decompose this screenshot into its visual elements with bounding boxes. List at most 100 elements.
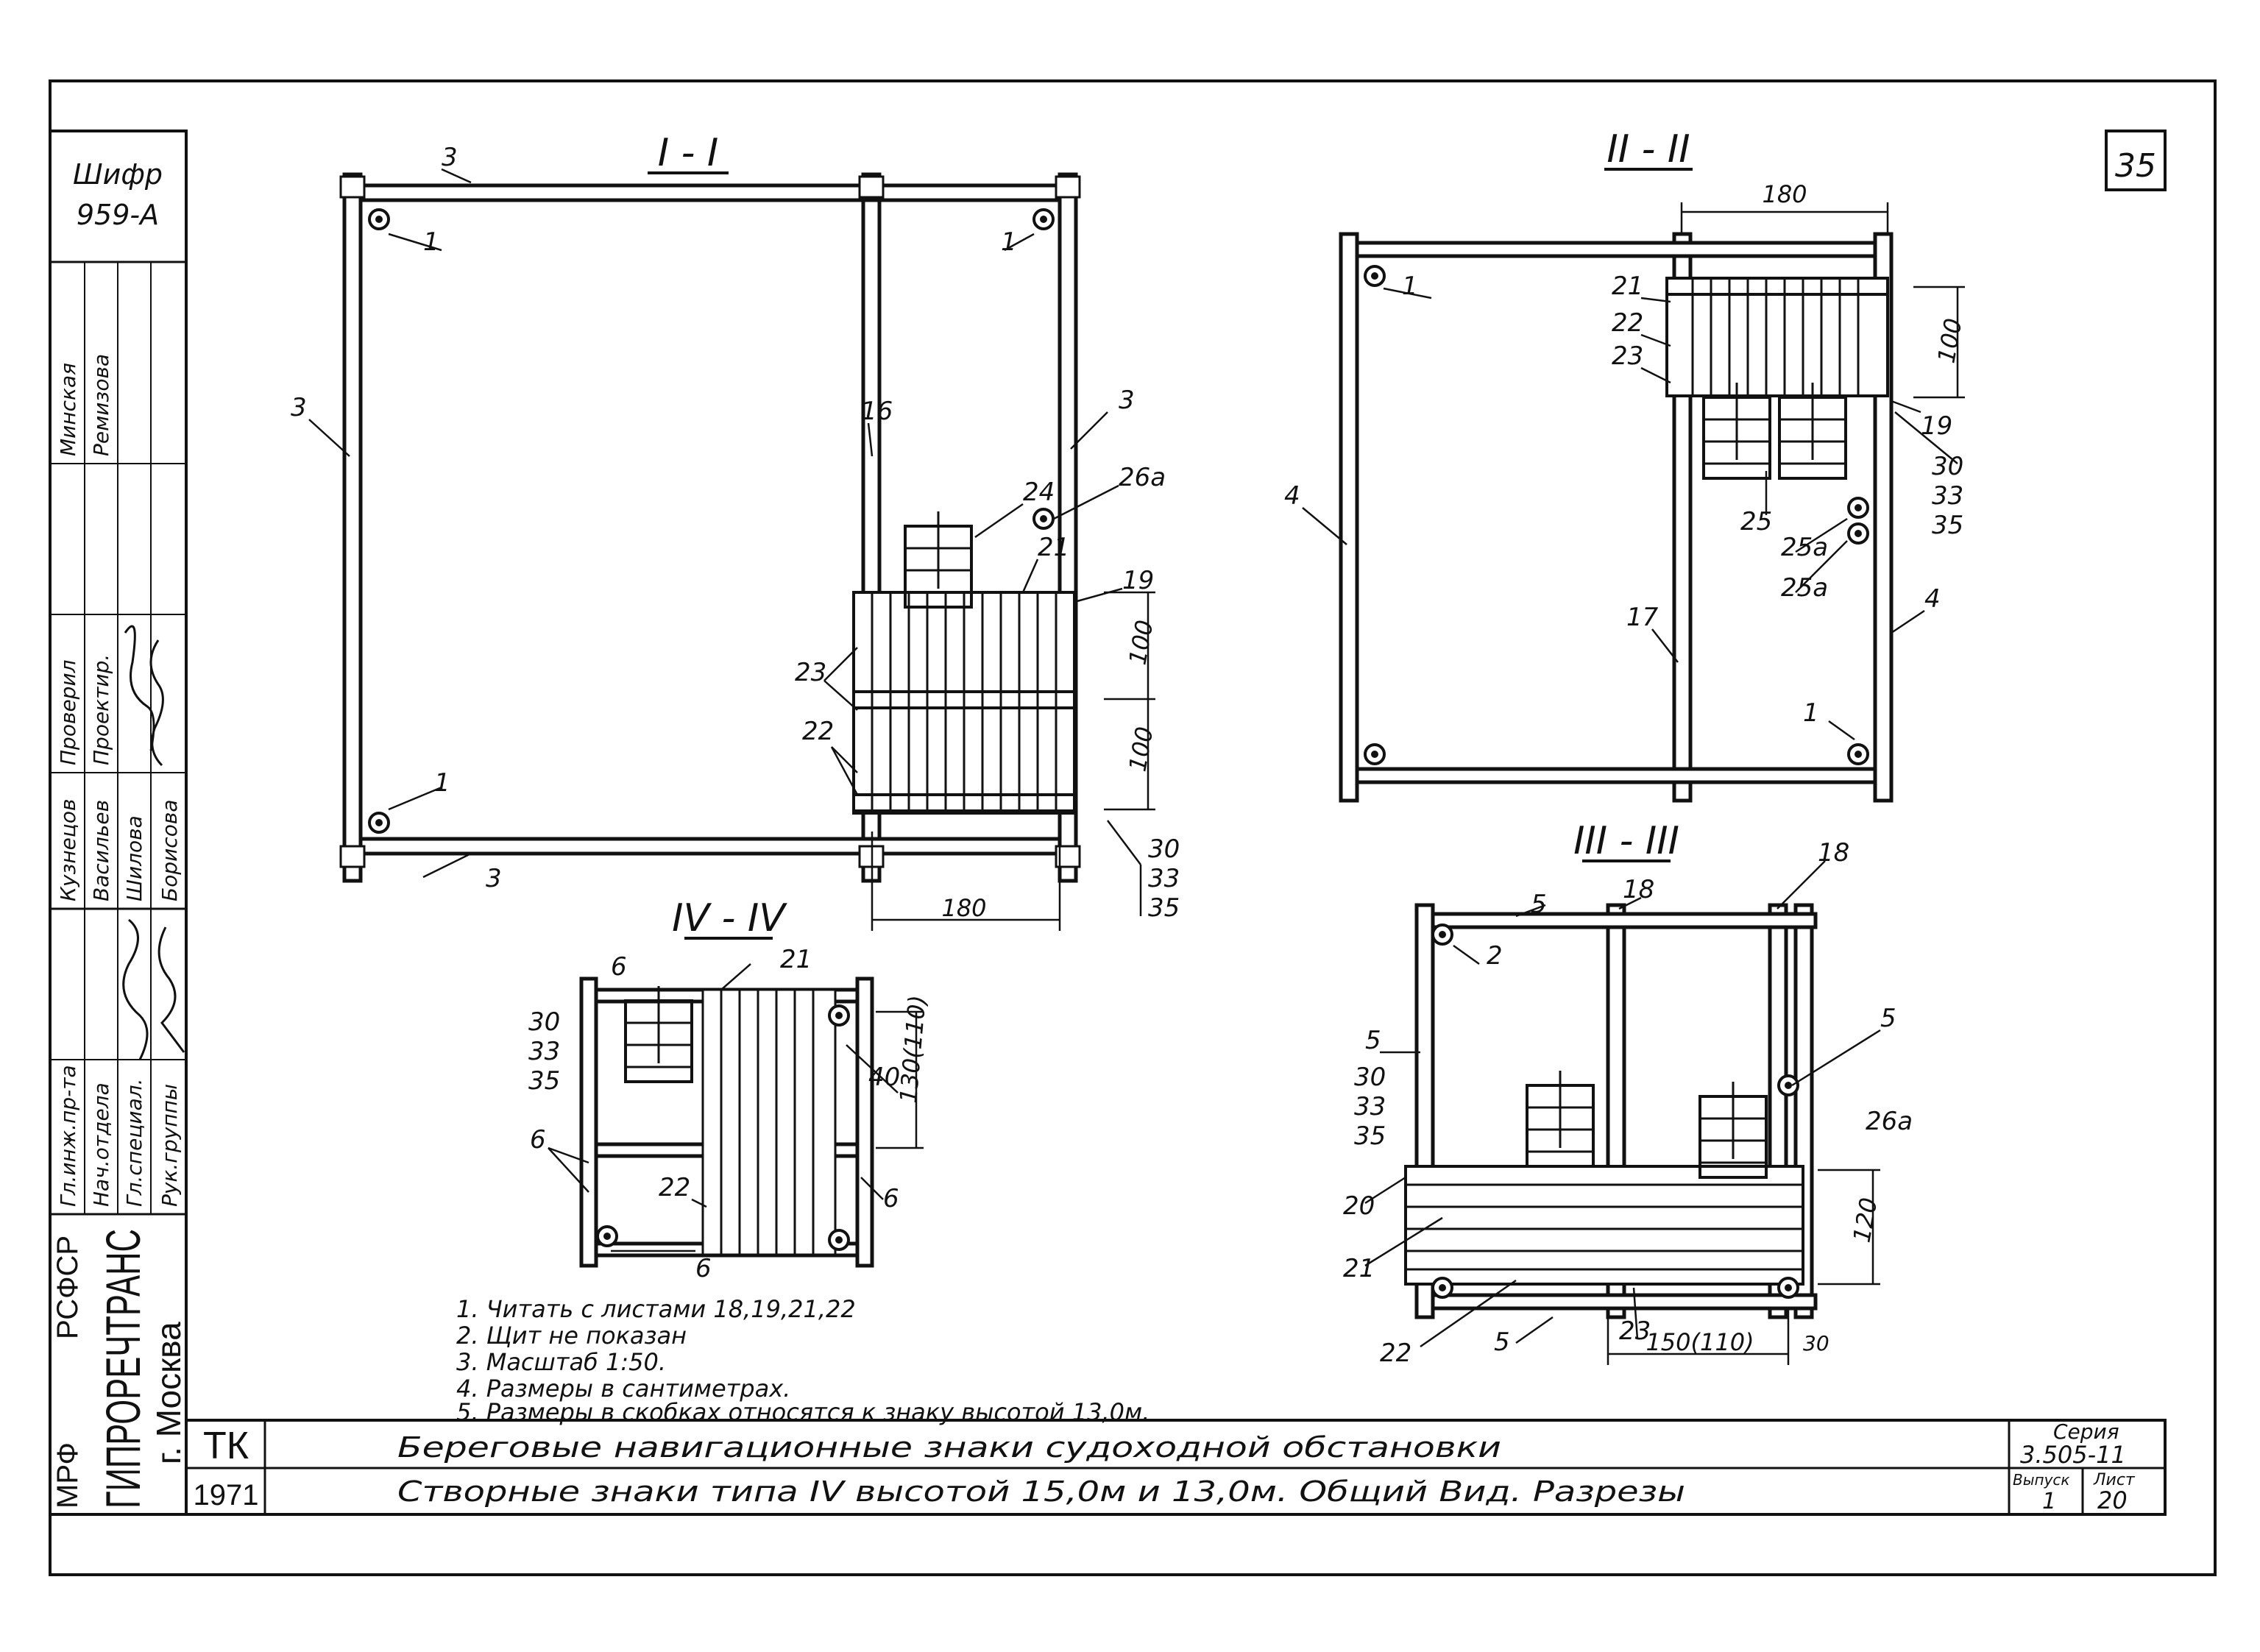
s4-callout-21: 21: [780, 945, 812, 974]
s3-callout-21: 21: [1343, 1254, 1375, 1283]
s1-callout-35: 35: [1148, 893, 1180, 923]
s1-callout-1c: 1: [434, 768, 450, 798]
role-checked: Проверил: [56, 659, 80, 765]
s4-callout-6-right: 6: [883, 1184, 899, 1213]
s3-callout-5-top: 5: [1531, 890, 1547, 919]
s3-callout-26a: 26а: [1866, 1107, 1913, 1136]
s3-callout-5-left: 5: [1365, 1026, 1381, 1055]
s4-callout-6-bottom: 6: [695, 1254, 712, 1283]
s2-callout-33: 33: [1932, 481, 1963, 511]
section-2-title: II - II: [1607, 127, 1690, 171]
s1-callout-24: 24: [1023, 478, 1055, 507]
note-2: 2. Щит не показан: [456, 1322, 687, 1350]
s1-callout-23: 23: [795, 658, 826, 687]
issue-value: 1: [2042, 1489, 2056, 1514]
section-3-title: III - III: [1573, 819, 1679, 863]
issue-label: Выпуск: [2013, 1471, 2070, 1489]
org-top: МРФ: [52, 1442, 84, 1509]
section-4-title: IV - IV: [672, 896, 787, 940]
role-chief-engineer: Гл.инж.пр-та: [56, 1065, 80, 1207]
s2-callout-25a-1: 25а: [1781, 533, 1828, 562]
s3-dim-120: 120: [1847, 1196, 1882, 1245]
s1-callout-30: 30: [1148, 834, 1180, 864]
s4-callout-6-left: 6: [530, 1125, 546, 1155]
s1-callout-1b: 1: [1001, 227, 1017, 257]
s1-callout-3-right: 3: [1119, 386, 1135, 415]
s2-callout-23: 23: [1612, 341, 1643, 371]
s2-callout-17: 17: [1626, 603, 1659, 632]
s2-callout-1b: 1: [1803, 698, 1819, 728]
left-stamp: Шифр 959-А Гл.инж.пр-та Нач.отдела Гл.сп…: [49, 130, 188, 1516]
s1-dim-100b: 100: [1123, 725, 1158, 774]
s4-callout-6-top: 6: [611, 952, 627, 982]
title-year: 1971: [194, 1479, 259, 1511]
s3-callout-5-bottom: 5: [1494, 1327, 1510, 1357]
role-designer: Проектир.: [89, 654, 113, 765]
name-minskaya: Минская: [56, 363, 80, 456]
s1-callout-22: 22: [802, 717, 834, 746]
sheet-value: 20: [2097, 1486, 2128, 1514]
s2-callout-25: 25: [1740, 507, 1772, 536]
s1-callout-3-left: 3: [291, 393, 307, 422]
s1-dim-100a: 100: [1123, 618, 1158, 667]
s3-dim-150: 150(110): [1646, 1328, 1754, 1356]
s1-callout-16: 16: [861, 397, 893, 426]
cipher-value: 959-А: [77, 199, 159, 231]
s3-callout-22: 22: [1380, 1339, 1411, 1368]
role-department-head: Нач.отдела: [89, 1082, 113, 1207]
s2-dim-180: 180: [1762, 180, 1807, 208]
title-block: [185, 1419, 2167, 1516]
s2-callout-19: 19: [1921, 411, 1952, 441]
s4-callout-35: 35: [528, 1066, 560, 1096]
s3-callout-5-right: 5: [1880, 1004, 1896, 1033]
s2-callout-1a: 1: [1402, 272, 1418, 301]
s2-callout-25a-2: 25а: [1781, 573, 1828, 603]
s3-callout-23: 23: [1619, 1316, 1651, 1346]
section-4: IV - IV 130(110) 6: [528, 896, 932, 1283]
s4-callout-40: 40: [868, 1063, 900, 1092]
s4-callout-33: 33: [528, 1037, 560, 1066]
series-value: 3.505-11: [2020, 1441, 2126, 1469]
section-1: I - I: [291, 131, 1180, 931]
s2-dim-100: 100: [1932, 316, 1967, 366]
s1-callout-21: 21: [1038, 533, 1069, 562]
title-line-1: Береговые навигационные знаки судоходной…: [397, 1431, 1501, 1464]
s2-callout-35: 35: [1932, 511, 1963, 540]
s1-callout-3-top: 3: [442, 143, 458, 172]
s2-callout-22: 22: [1612, 308, 1643, 338]
sheet-label: Лист: [2093, 1471, 2136, 1489]
s1-callout-3-bottom: 3: [486, 864, 502, 893]
s1-callout-26a: 26а: [1119, 463, 1166, 492]
org-city: г. Москва: [149, 1322, 188, 1464]
series-label: Серия: [2053, 1419, 2119, 1444]
title-line-2: Створные знаки типа IV высотой 15,0м и 1…: [397, 1475, 1685, 1508]
name-kuznetsov: Кузнецов: [56, 798, 80, 901]
s3-callout-33: 33: [1354, 1092, 1386, 1121]
notes: 1. Читать с листами 18,19,21,22 2. Щит н…: [456, 1295, 1150, 1426]
s3-callout-35: 35: [1354, 1121, 1386, 1151]
org-republic: РСФСР: [52, 1236, 84, 1339]
s2-callout-4-right: 4: [1924, 584, 1941, 614]
s2-callout-4-left: 4: [1284, 481, 1300, 511]
name-remizova: Ремизова: [89, 354, 113, 456]
org-name: ГИПРОРЕЧТРАНС: [96, 1229, 150, 1509]
s3-callout-18b: 18: [1818, 838, 1849, 868]
s1-dim-180: 180: [941, 894, 986, 922]
note-4: 4. Размеры в сантиметрах.: [456, 1375, 790, 1403]
s1-callout-1a: 1: [423, 227, 439, 257]
name-borisova: Борисова: [157, 800, 182, 902]
role-chief-specialist: Гл.специал.: [122, 1078, 146, 1207]
note-5: 5. Размеры в скобках относятся к знаку в…: [456, 1398, 1150, 1426]
s3-callout-18a: 18: [1623, 875, 1654, 904]
name-vasiliev: Васильев: [89, 800, 113, 901]
s3-dim-30: 30: [1803, 1331, 1829, 1355]
s1-callout-33: 33: [1148, 864, 1180, 893]
role-group-head: Рук.группы: [157, 1084, 182, 1207]
note-3: 3. Масштаб 1:50.: [456, 1348, 666, 1376]
section-2: II - II: [1284, 127, 1967, 803]
title-code: ТК: [203, 1425, 249, 1467]
s3-callout-20: 20: [1343, 1191, 1375, 1221]
section-1-title: I - I: [658, 131, 719, 175]
